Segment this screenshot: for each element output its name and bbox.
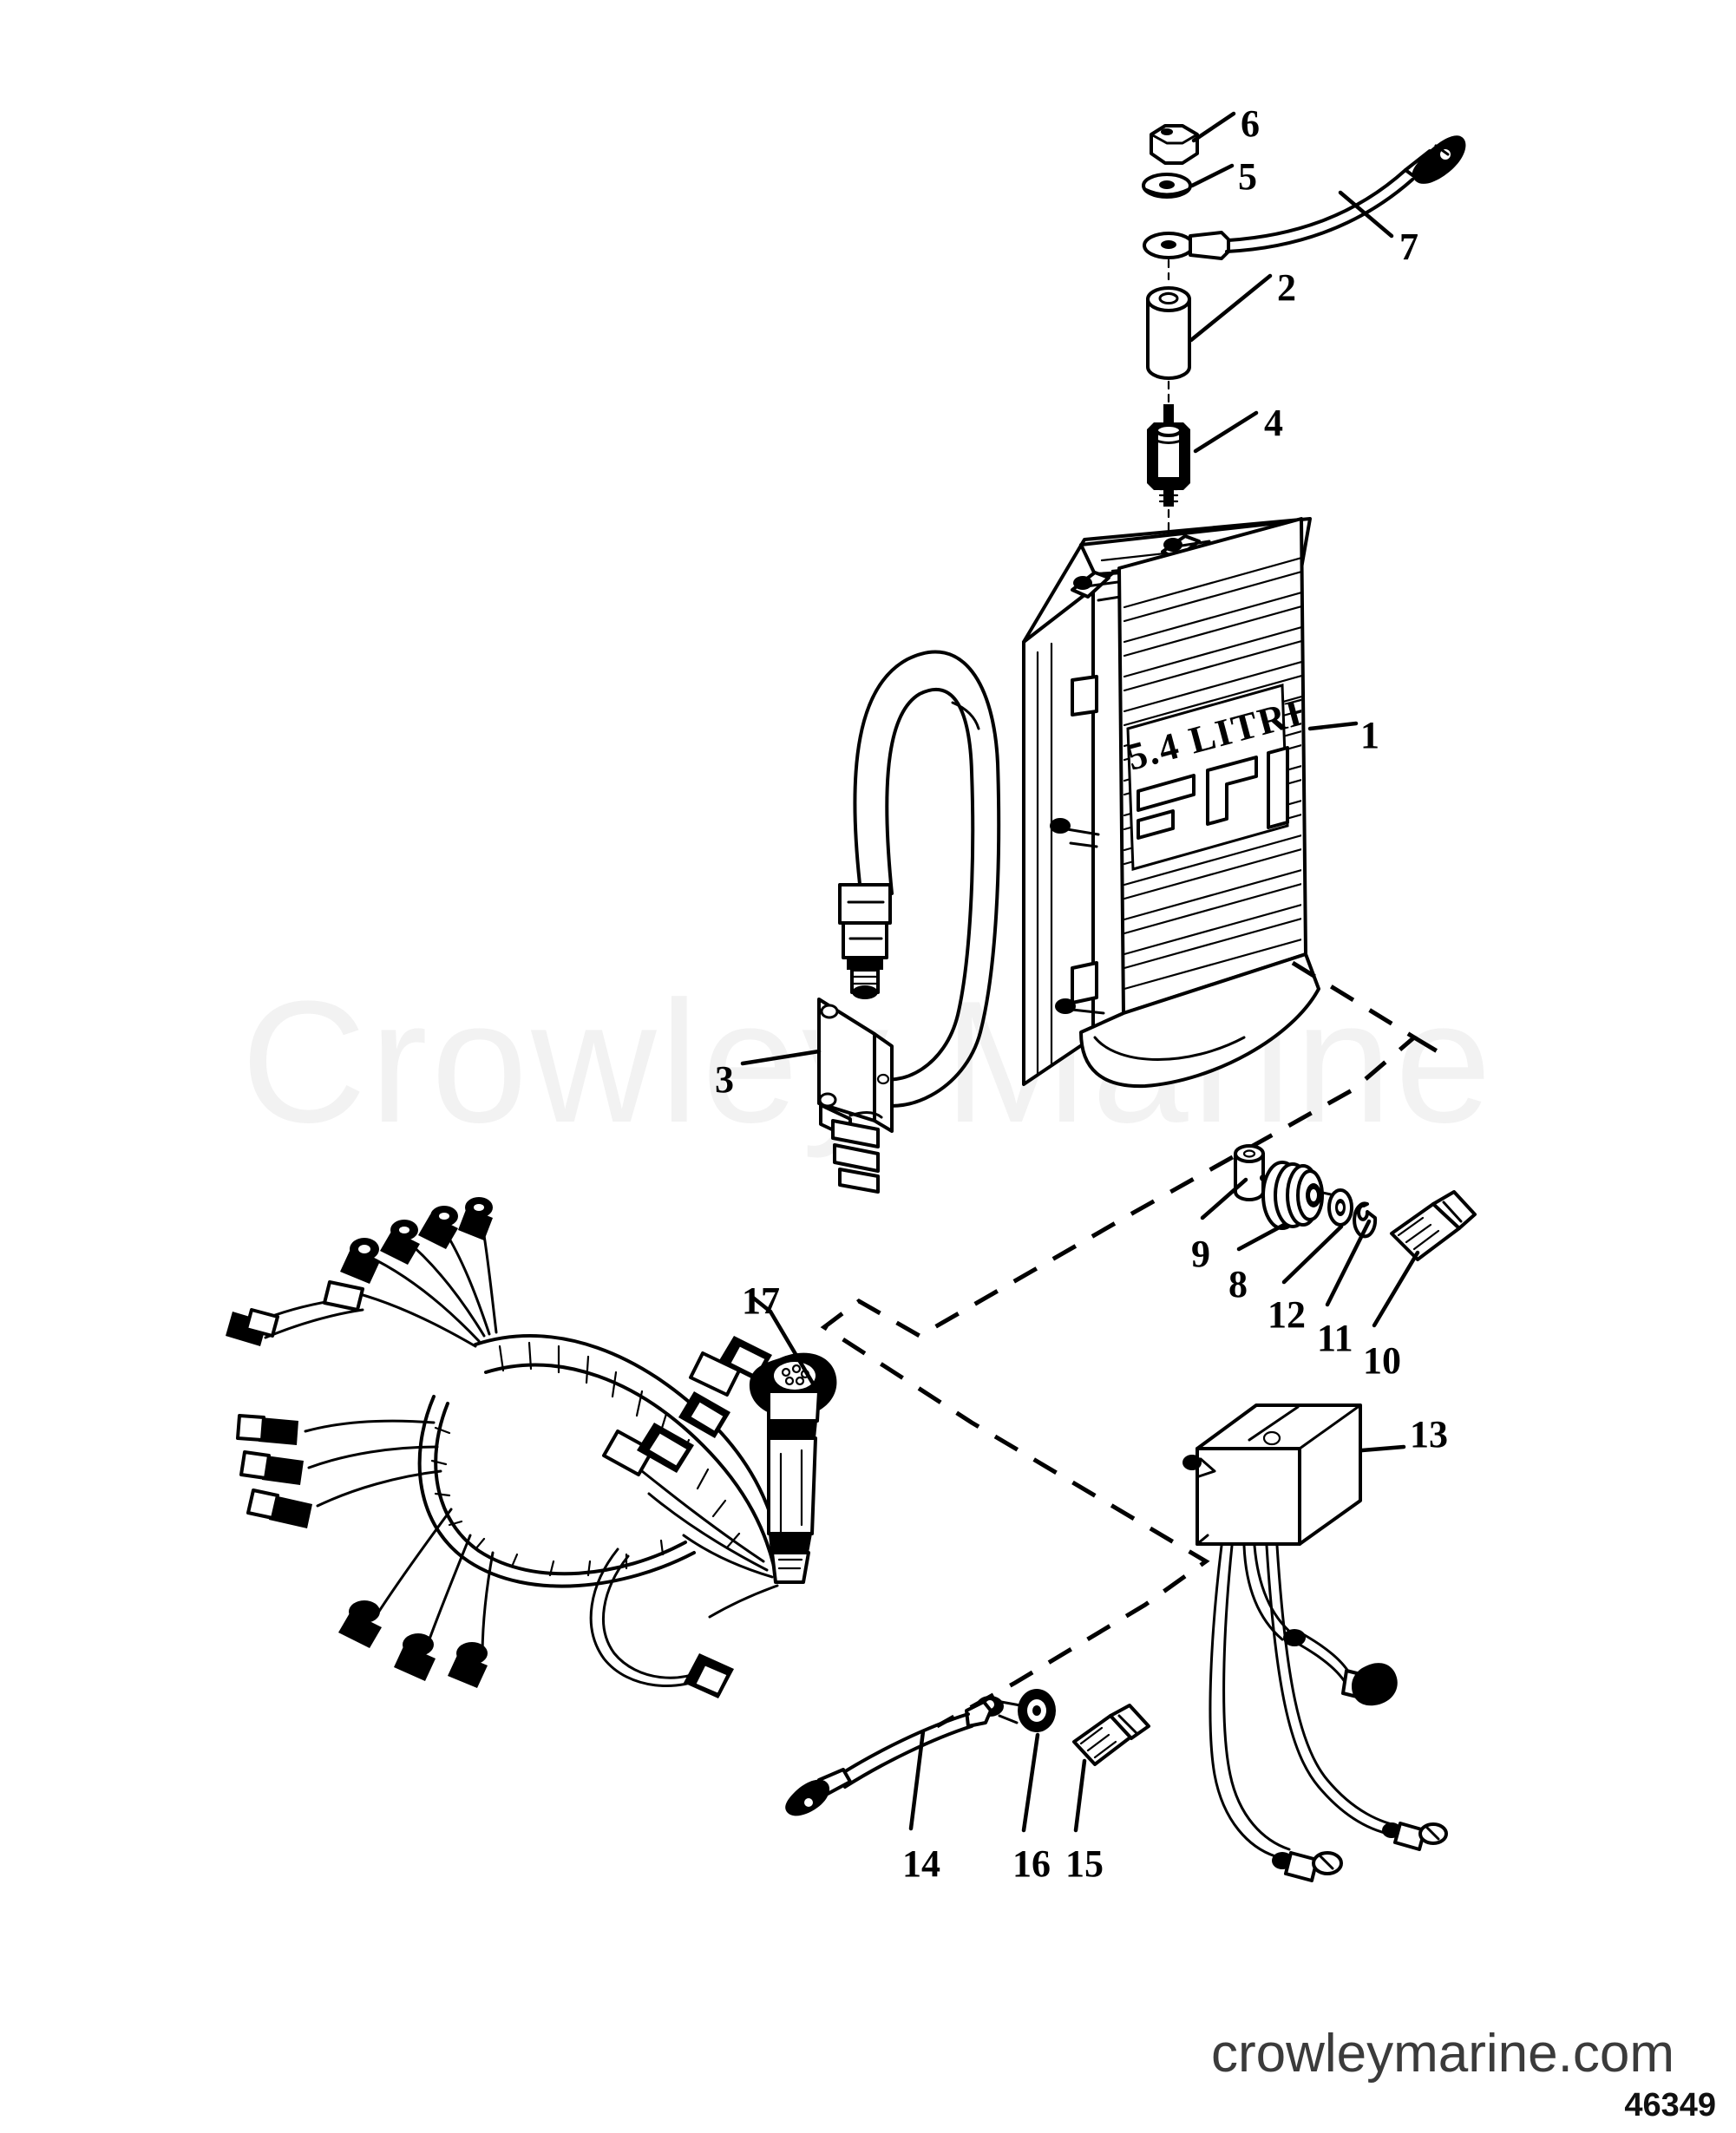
assembly-dashed-path [820, 960, 1442, 1729]
part-battery-lead-14 [785, 1696, 1022, 1816]
part-junction-box-13 [1182, 1403, 1448, 1882]
leader-lines [740, 111, 1420, 1833]
callout-1: 1 [1360, 714, 1379, 756]
part-ground-lead-7 [1143, 135, 1466, 260]
harness-main-connector [749, 1352, 837, 1584]
part-spacer-sleeve-2 [1146, 286, 1191, 380]
part-conduit-hose [838, 650, 1001, 1108]
callout-15: 15 [1065, 1842, 1104, 1885]
part-lock-washer-11 [1353, 1201, 1378, 1239]
callout-9: 9 [1191, 1233, 1210, 1275]
part-bracket-3 [817, 998, 894, 1194]
part-screw-10 [1390, 1190, 1477, 1261]
part-washer-5 [1142, 173, 1192, 199]
part-spacer-9 [1234, 1144, 1267, 1201]
part-isolator-mount-4 [1147, 404, 1190, 507]
callout-13: 13 [1410, 1413, 1448, 1456]
footer-website-url: crowleymarine.com [1210, 2024, 1674, 2084]
callout-2: 2 [1277, 266, 1296, 309]
callout-7: 7 [1399, 226, 1418, 268]
part-grommet-8 [1261, 1161, 1333, 1230]
callout-14: 14 [902, 1842, 940, 1885]
part-nut-6 [1150, 124, 1199, 165]
part-wire-harness-17 [226, 1197, 837, 1698]
callout-10: 10 [1363, 1339, 1401, 1382]
callout-16: 16 [1012, 1842, 1051, 1885]
part-screw-15 [1072, 1704, 1150, 1766]
part-ecu-module-1: 5.4 LITRE [1022, 517, 1320, 1089]
callout-5: 5 [1238, 155, 1257, 198]
callout-8: 8 [1228, 1263, 1248, 1305]
diagram-number: 46349 [1624, 2087, 1716, 2123]
callout-17: 17 [742, 1279, 780, 1322]
callout-3: 3 [715, 1058, 734, 1101]
part-flat-washer-12 [1327, 1188, 1353, 1227]
callout-6: 6 [1241, 102, 1260, 145]
callout-4: 4 [1264, 402, 1283, 444]
part-washer-16 [1018, 1689, 1056, 1732]
callout-12: 12 [1268, 1293, 1306, 1336]
callout-11: 11 [1317, 1317, 1353, 1359]
